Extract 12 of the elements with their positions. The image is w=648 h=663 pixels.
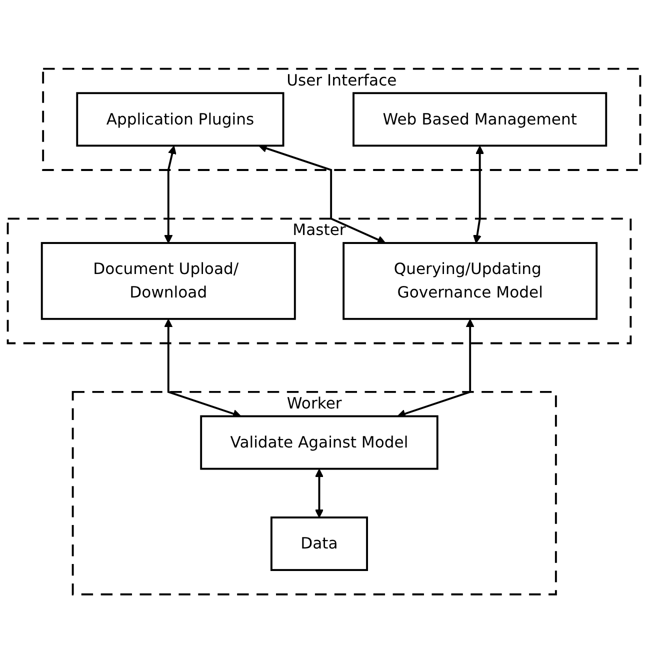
arrow — [473, 146, 484, 244]
node-box: Document Upload/ Download — [40, 242, 296, 320]
arrow — [164, 146, 176, 244]
node-box: Validate Against Model — [200, 415, 438, 470]
node-box: Data — [270, 516, 368, 571]
node-box: Querying/Updating Governance Model — [342, 242, 598, 320]
arrow — [258, 144, 386, 244]
arrow — [397, 318, 474, 418]
arrow — [164, 318, 242, 418]
node-box: Web Based Management — [352, 92, 608, 147]
node-box: Application Plugins — [76, 92, 284, 147]
arrow — [314, 468, 324, 518]
